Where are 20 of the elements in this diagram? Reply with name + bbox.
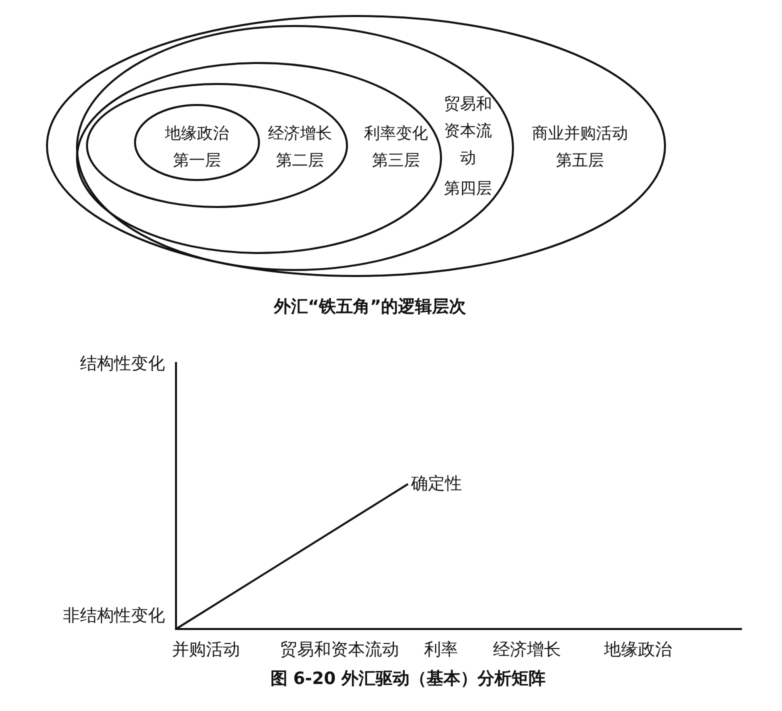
layer-number: 第一层: [173, 150, 221, 172]
figure-caption: 图 6-20 外汇驱动（基本）分析矩阵: [270, 668, 546, 690]
axis-category: 经济增长: [493, 639, 561, 661]
layer-name: 贸易和资本流动: [443, 93, 493, 169]
axis-label: 结构性变化: [80, 353, 165, 375]
layer-name: 经济增长: [268, 122, 332, 144]
layer-number: 第三层: [372, 150, 420, 172]
layer-number: 第五层: [556, 150, 604, 172]
axis-label: 非结构性变化: [63, 605, 165, 627]
axis-category: 利率: [424, 639, 458, 661]
figure-title: 外汇“铁五角”的逻辑层次: [274, 296, 466, 318]
axis-category: 地缘政治: [604, 639, 672, 661]
layer-number: 第二层: [276, 150, 324, 172]
axis-category: 并购活动: [172, 639, 240, 661]
layer-name: 地缘政治: [165, 122, 229, 144]
layer-number: 第四层: [444, 178, 492, 200]
layer-name: 商业并购活动: [532, 122, 628, 144]
axis-category: 贸易和资本流动: [280, 639, 399, 661]
layer-name: 利率变化: [364, 122, 428, 144]
line-label: 确定性: [411, 473, 462, 495]
